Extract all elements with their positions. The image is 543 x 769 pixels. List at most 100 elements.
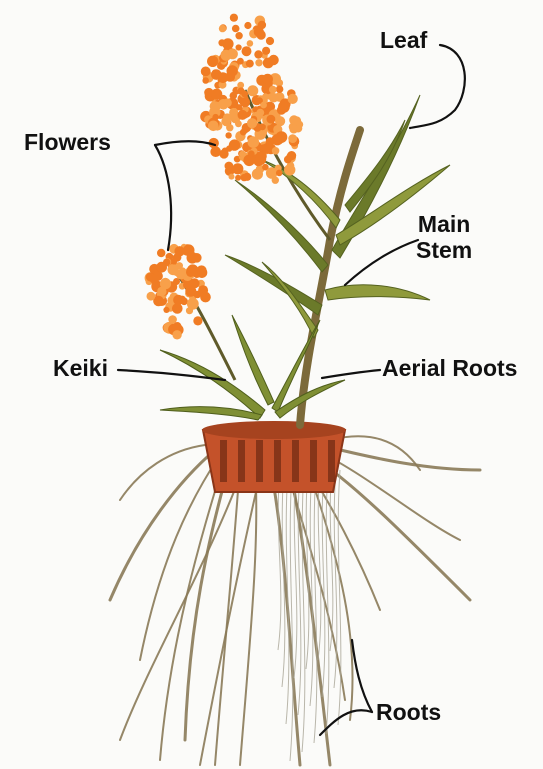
flower-blossom xyxy=(227,65,238,76)
flower-blossom xyxy=(219,25,226,32)
label-main-stem-line2: Stem xyxy=(416,238,472,262)
flower-blossom xyxy=(210,101,220,111)
pot-slot xyxy=(274,440,281,482)
leaf-blade xyxy=(325,285,430,300)
flower-blossom xyxy=(207,56,218,67)
flower-blossom xyxy=(287,151,296,160)
flower-blossom xyxy=(267,115,276,124)
leader-line xyxy=(155,141,215,145)
flower-blossom xyxy=(284,164,295,175)
flower-blossom xyxy=(260,102,267,109)
flower-blossom xyxy=(157,249,165,257)
flower-blossom xyxy=(263,58,274,69)
flower-blossom xyxy=(288,94,298,104)
pot-slot xyxy=(220,440,227,482)
flower-blossom xyxy=(189,265,198,274)
main-stem xyxy=(300,130,360,425)
moss-strand xyxy=(302,470,305,752)
flower-blossom xyxy=(232,25,240,33)
flower-blossom xyxy=(173,278,180,285)
flower-blossom xyxy=(262,93,269,100)
flower-blossom xyxy=(147,292,156,301)
flower-blossom xyxy=(173,322,181,330)
flower-blossom xyxy=(237,87,244,94)
flower-blossom xyxy=(276,170,283,177)
flower-blossom xyxy=(225,132,231,138)
flower-blossom xyxy=(269,86,277,94)
flower-blossom xyxy=(246,60,254,68)
pot-slot xyxy=(256,440,263,482)
flower-blossom xyxy=(243,173,251,181)
root-strand xyxy=(240,465,256,765)
label-leaf: Leaf xyxy=(380,28,427,52)
moss-strand xyxy=(326,470,329,734)
pot-slot xyxy=(328,440,335,482)
moss-strand xyxy=(334,470,337,688)
moss-strand xyxy=(278,470,281,650)
flower-blossom xyxy=(200,292,211,303)
flower-blossom xyxy=(163,259,170,266)
pot-slot xyxy=(310,440,317,482)
flower-blossom xyxy=(258,21,266,29)
pot-slot xyxy=(292,440,299,482)
flower-blossom xyxy=(242,126,249,133)
flower-blossom xyxy=(247,40,254,47)
flower-blossom xyxy=(237,58,244,65)
leader-line xyxy=(322,370,380,378)
flower-blossom xyxy=(248,136,260,148)
flower-blossom xyxy=(269,93,279,103)
flower-blossom xyxy=(276,131,288,143)
flower-blossom xyxy=(211,69,222,80)
flower-blossom xyxy=(244,22,251,29)
flower-blossom xyxy=(289,125,298,134)
flower-blossom xyxy=(272,147,280,155)
flower-blossom xyxy=(266,137,275,146)
moss-strand xyxy=(290,470,293,761)
moss-strand xyxy=(322,470,325,697)
flower-blossom xyxy=(262,47,270,55)
flower-blossom xyxy=(190,278,200,288)
flower-blossom xyxy=(276,85,284,93)
flower-blossom xyxy=(226,145,232,151)
flower-blossom xyxy=(288,134,297,143)
leader-line xyxy=(410,45,465,128)
flower-blossom xyxy=(239,151,245,157)
flower-blossom xyxy=(221,117,231,127)
keiki-leaf xyxy=(272,320,320,412)
label-main-stem-line1: Main xyxy=(416,212,472,236)
flower-blossom xyxy=(266,37,274,45)
root-strand xyxy=(110,450,215,600)
flower-blossom xyxy=(201,67,211,77)
flower-blossom xyxy=(173,295,183,305)
flower-blossom xyxy=(252,169,263,180)
flower-blossom xyxy=(230,14,238,22)
flower-blossom xyxy=(242,46,252,56)
flower-blossom xyxy=(255,59,262,66)
flower-blossom xyxy=(265,78,271,84)
label-keiki: Keiki xyxy=(53,356,108,380)
moss-strand xyxy=(318,470,321,660)
flower-blossom xyxy=(193,316,202,325)
flower-blossom xyxy=(157,287,166,296)
flower-blossom xyxy=(172,330,181,339)
leader-line xyxy=(345,240,418,285)
flower-blossom xyxy=(229,174,235,180)
moss-strand xyxy=(298,470,301,715)
label-roots: Roots xyxy=(376,700,441,724)
flower-blossom xyxy=(204,88,213,97)
flower-blossom xyxy=(176,269,186,279)
flower-blossom xyxy=(208,121,219,132)
flower-blossom xyxy=(256,109,264,117)
flower-blossom xyxy=(247,118,257,128)
flower-blossom xyxy=(163,307,169,313)
pot-rim xyxy=(202,421,346,439)
flower-blossom xyxy=(187,298,199,310)
moss-strand xyxy=(314,470,317,743)
root-strand xyxy=(120,463,245,740)
label-main-stem: Main Stem xyxy=(416,212,472,262)
flower-blossom xyxy=(225,162,234,171)
flower-blossom xyxy=(235,32,242,39)
flower-blossom xyxy=(247,85,258,96)
flower-blossom xyxy=(150,274,159,283)
